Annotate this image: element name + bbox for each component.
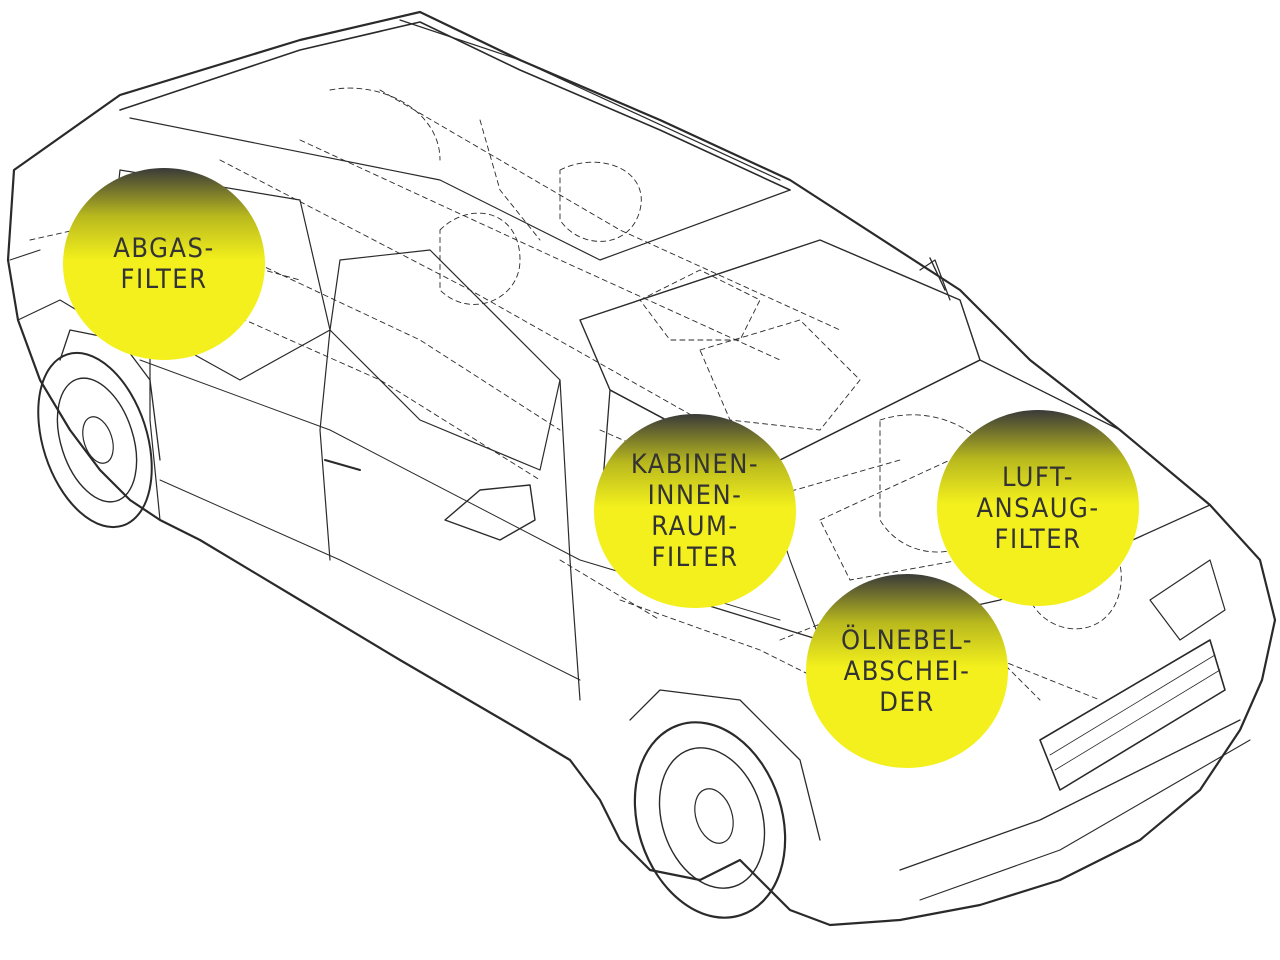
front-wheel <box>629 689 821 919</box>
callout-air-intake-filter: LUFT- ANSAUG- FILTER <box>937 410 1139 606</box>
callout-line: RAUM- <box>651 511 739 542</box>
callout-line: INNEN- <box>647 480 743 511</box>
callout-line: ANSAUG- <box>976 492 1100 524</box>
callout-air-intake-filter-text: LUFT- ANSAUG- FILTER <box>976 462 1099 555</box>
callout-line: FILTER <box>994 523 1082 555</box>
callout-oil-mist-separator: ÖLNEBEL- ABSCHEI- DER <box>806 574 1008 768</box>
door-handle <box>324 459 361 471</box>
side-mirror <box>444 484 536 541</box>
front-bumper <box>899 719 1241 871</box>
callout-line: DER <box>879 686 935 718</box>
callout-line: ÖLNEBEL- <box>841 624 973 656</box>
callout-line: LUFT- <box>1001 461 1075 493</box>
callout-line: ABGAS- <box>113 233 215 264</box>
callout-line: ABSCHEI- <box>843 655 971 687</box>
roof-line <box>119 21 791 191</box>
callout-cabin-filter: KABINEN- INNEN- RAUM- FILTER <box>594 414 796 608</box>
callout-line: FILTER <box>651 542 739 573</box>
body-outline <box>6 10 1277 927</box>
callout-oil-mist-separator-text: ÖLNEBEL- ABSCHEI- DER <box>841 625 973 718</box>
side-window-front <box>329 249 561 471</box>
callout-line: FILTER <box>120 264 208 295</box>
callout-exhaust-filter-text: ABGAS- FILTER <box>113 233 214 295</box>
rear-wheel <box>37 329 161 529</box>
callout-cabin-filter-text: KABINEN- INNEN- RAUM- FILTER <box>631 449 759 573</box>
callout-line: KABINEN- <box>630 449 760 480</box>
headlight <box>1149 559 1226 641</box>
front-grille <box>1039 639 1226 791</box>
callout-exhaust-filter: ABGAS- FILTER <box>63 168 265 360</box>
